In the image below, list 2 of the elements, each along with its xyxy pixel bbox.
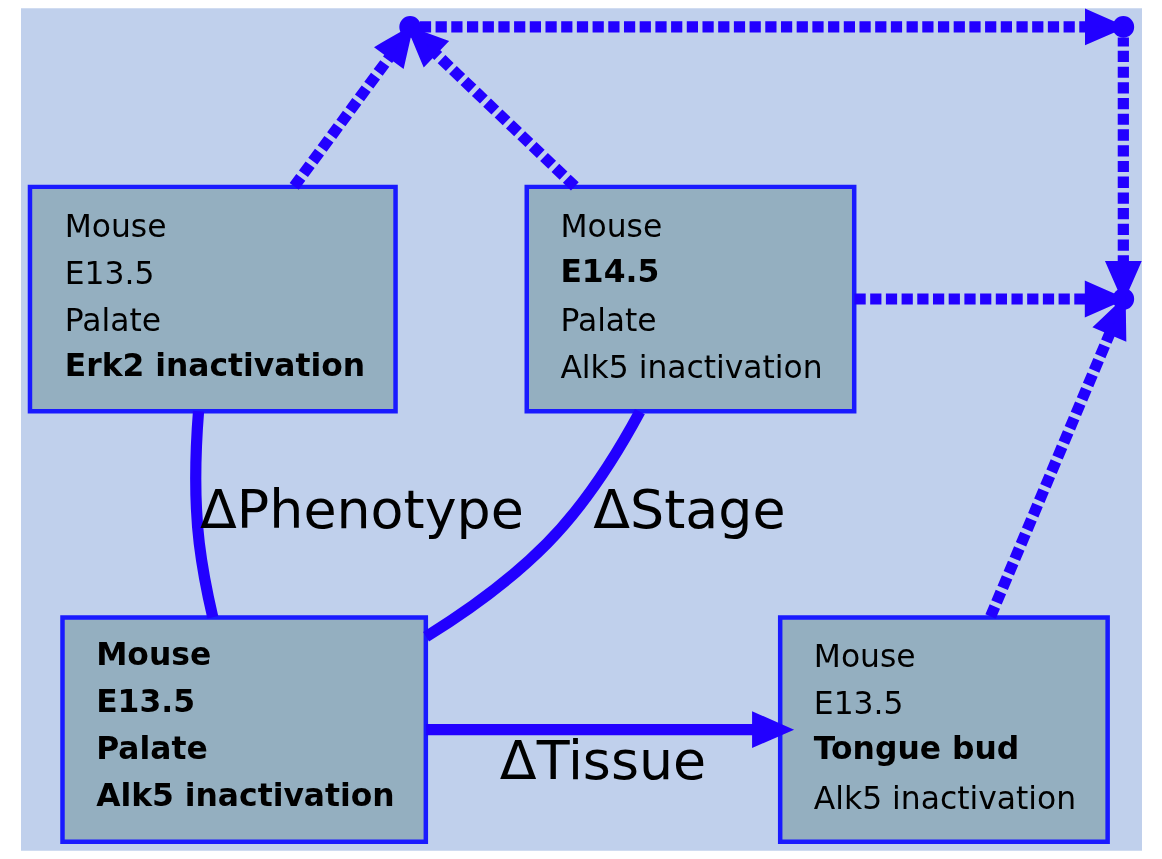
edge-label: ΔStage: [592, 478, 786, 542]
edge-label: ΔTissue: [499, 729, 706, 793]
